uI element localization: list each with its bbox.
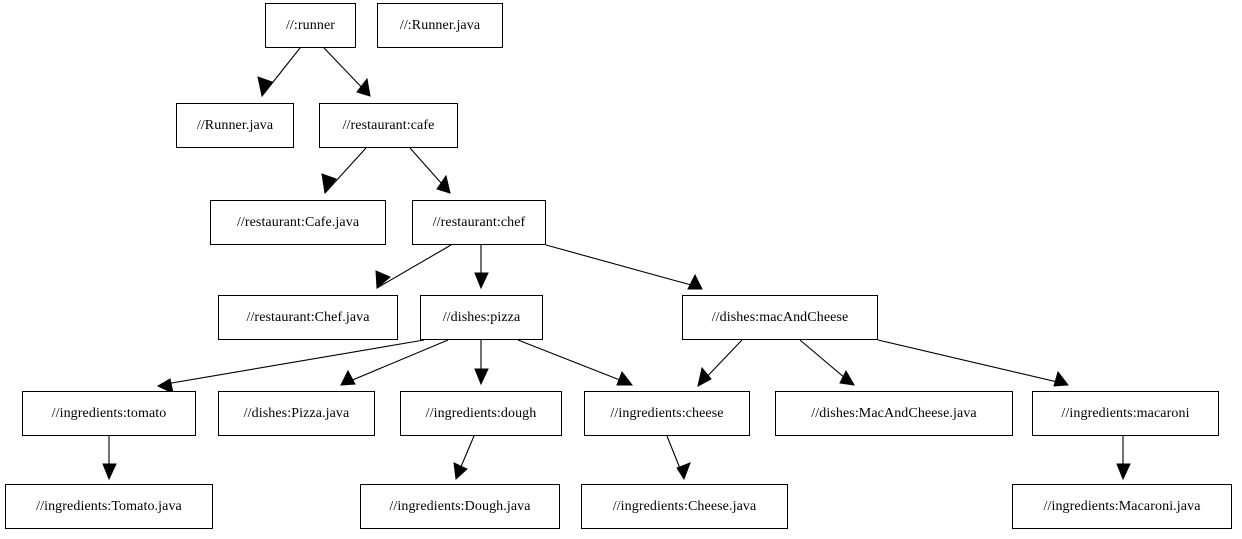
graph-node-runner[interactable]: //:runner	[265, 3, 356, 48]
graph-node-label: //dishes:MacAndCheese.java	[811, 405, 977, 421]
graph-node-label: //ingredients:cheese	[610, 405, 724, 421]
graph-node-cafe_java[interactable]: //restaurant:Cafe.java	[210, 200, 386, 245]
graph-node-label: //:Runner.java	[399, 17, 481, 33]
graph-node-macaroni_java[interactable]: //ingredients:Macaroni.java	[1012, 484, 1232, 529]
graph-node-label: //dishes:pizza	[442, 309, 521, 325]
graph-node-dishes_mac[interactable]: //dishes:macAndCheese	[682, 295, 878, 340]
graph-node-dishes_pizza[interactable]: //dishes:pizza	[420, 295, 543, 340]
graph-node-chef_java[interactable]: //restaurant:Chef.java	[218, 295, 398, 340]
graph-node-ing_cheese[interactable]: //ingredients:cheese	[584, 391, 750, 436]
graph-node-label: //ingredients:dough	[425, 405, 537, 421]
graph-node-label: //:runner	[285, 17, 336, 33]
graph-node-label: //ingredients:Macaroni.java	[1043, 498, 1201, 514]
graph-node-pizza_java[interactable]: //dishes:Pizza.java	[218, 391, 375, 436]
graph-node-label: //ingredients:tomato	[51, 405, 167, 421]
graph-node-tomato_java[interactable]: //ingredients:Tomato.java	[5, 484, 213, 529]
graph-node-ing_tomato[interactable]: //ingredients:tomato	[22, 391, 196, 436]
graph-node-label: //ingredients:Dough.java	[389, 498, 531, 514]
graph-node-label: //ingredients:macaroni	[1061, 405, 1190, 421]
graph-node-ing_macaroni[interactable]: //ingredients:macaroni	[1032, 391, 1219, 436]
graph-node-label: //Runner.java	[196, 117, 274, 133]
graph-node-root_runner_java[interactable]: //:Runner.java	[377, 3, 503, 48]
graph-node-cheese_java[interactable]: //ingredients:Cheese.java	[581, 484, 788, 529]
graph-node-label: //restaurant:Chef.java	[246, 309, 370, 325]
graph-node-restaurant_cafe[interactable]: //restaurant:cafe	[319, 103, 458, 148]
graph-node-restaurant_chef[interactable]: //restaurant:chef	[412, 200, 546, 245]
graph-node-ing_dough[interactable]: //ingredients:dough	[400, 391, 562, 436]
graph-node-runner_java[interactable]: //Runner.java	[176, 103, 294, 148]
graph-node-label: //restaurant:Cafe.java	[236, 214, 360, 230]
graph-node-label: //dishes:macAndCheese	[711, 309, 849, 325]
graph-node-mac_java[interactable]: //dishes:MacAndCheese.java	[775, 391, 1013, 436]
graph-node-label: //restaurant:chef	[432, 214, 526, 230]
graph-node-dough_java[interactable]: //ingredients:Dough.java	[360, 484, 560, 529]
graph-node-label: //restaurant:cafe	[342, 117, 435, 133]
graph-node-label: //dishes:Pizza.java	[243, 405, 350, 421]
graph-node-label: //ingredients:Tomato.java	[36, 498, 182, 514]
graph-node-label: //ingredients:Cheese.java	[612, 498, 757, 514]
